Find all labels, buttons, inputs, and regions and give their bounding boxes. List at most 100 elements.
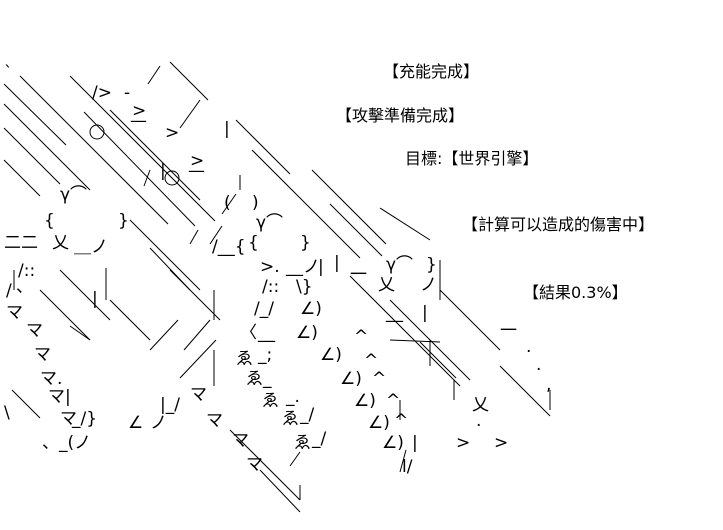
svg-text:>: > [190, 151, 204, 171]
svg-text:∠): ∠) [300, 299, 322, 319]
svg-text:マ|: マ| [48, 387, 71, 407]
svg-text:^: ^ [394, 411, 408, 431]
svg-text:>: > [165, 123, 179, 143]
svg-text:γ⌒: γ⌒ [60, 185, 87, 205]
svg-text:∠): ∠) [354, 391, 376, 411]
svg-text:∠: ∠ [128, 413, 143, 433]
svg-text:ゑ_: ゑ_ [246, 369, 272, 389]
svg-text:マ: マ [6, 303, 23, 323]
svg-text:|: | [334, 253, 340, 273]
caption-target: 目標:【世界引擎】 [405, 149, 539, 168]
svg-text:/_/: /_/ [254, 299, 274, 319]
svg-text:\: \ [4, 403, 10, 423]
svg-text:ノ: ノ [150, 413, 167, 433]
counter-strokes [69, 65, 441, 473]
svg-text:|_/: |_/ [160, 395, 180, 415]
svg-text:γ⌒: γ⌒ [256, 213, 283, 233]
svg-text:_.: _. [285, 387, 300, 407]
svg-text:,: , [546, 375, 551, 395]
svg-text:{: { [44, 211, 55, 231]
svg-text:l/: l/ [402, 457, 413, 477]
svg-text:マ: マ [246, 455, 263, 475]
svg-text:マ: マ [206, 411, 223, 431]
svg-text:): ) [252, 193, 259, 213]
svg-text:__: __ [257, 323, 276, 343]
caption-result: 【結果0.3%】 [523, 283, 628, 302]
svg-text:—: — [188, 161, 205, 181]
svg-text:_/: _/ [299, 405, 315, 425]
svg-text:^: ^ [354, 327, 368, 347]
svg-text:/__{: /__{ [212, 237, 246, 257]
svg-text:∠): ∠) [382, 433, 404, 453]
svg-text:>.: >. [260, 257, 280, 277]
svg-text:ノ: ノ [420, 275, 437, 295]
svg-text:ゑ: ゑ [262, 391, 279, 411]
svg-text:マ.: マ. [40, 369, 62, 389]
svg-text:.: . [536, 355, 541, 375]
svg-text:一: 一 [350, 265, 367, 285]
svg-text:∠): ∠) [296, 323, 318, 343]
svg-text:__ノ: __ノ [285, 257, 320, 277]
ascii-glyphs: /> - > — > > — ( ) γ⌒ { } 二二 乂 ＿ノ /:: / … [4, 63, 551, 477]
svg-text:＿ノ: ＿ノ [74, 237, 108, 257]
svg-text:{: { [248, 233, 259, 253]
svg-text:_/}: _/} [71, 409, 97, 429]
caption-calculating-damage: 【計算可以造成的傷害中】 [462, 215, 655, 234]
svg-text:__: __ [385, 303, 404, 323]
svg-text:マ: マ [26, 321, 43, 341]
svg-text:^: ^ [372, 369, 386, 389]
svg-text:ゑ: ゑ [236, 349, 253, 369]
svg-text:、_(ノ: 、_(ノ [42, 433, 91, 453]
svg-text:マ: マ [232, 431, 249, 451]
svg-text:_/: _/ [311, 429, 327, 449]
svg-text:、: 、 [16, 277, 33, 297]
svg-text:/::: /:: [262, 277, 279, 297]
svg-text:`: ` [4, 63, 13, 83]
svg-text:|: | [422, 303, 428, 323]
svg-text:乂: 乂 [52, 233, 69, 253]
svg-text:}: } [426, 255, 437, 275]
svg-text:^: ^ [386, 391, 400, 411]
svg-text:.: . [526, 337, 531, 357]
svg-text:二二: 二二 [4, 233, 38, 253]
svg-text:/::: /:: [18, 261, 35, 281]
svg-text:}: } [300, 233, 311, 253]
svg-text:乂: 乂 [472, 395, 489, 415]
svg-text:∠): ∠) [368, 413, 390, 433]
svg-text:|: | [412, 433, 418, 453]
svg-text:|: | [224, 119, 230, 139]
svg-text:|: | [318, 257, 324, 277]
svg-text:—: — [130, 111, 147, 131]
svg-text:∠): ∠) [340, 369, 362, 389]
svg-text:-: - [124, 83, 130, 103]
svg-text:>: > [132, 101, 146, 121]
vertical-strokes [13, 175, 551, 500]
svg-text:|: | [160, 161, 166, 181]
svg-text:ゑ: ゑ [294, 433, 311, 453]
svg-text:乂: 乂 [378, 275, 395, 295]
svg-text:マ: マ [34, 345, 51, 365]
lens-circles [89, 124, 180, 186]
svg-text:|: | [92, 289, 98, 309]
svg-text:\}: \} [296, 277, 313, 297]
svg-text:マ: マ [190, 385, 207, 405]
svg-text:∠): ∠) [320, 345, 342, 365]
svg-text:_;: _; [257, 345, 272, 365]
svg-text:.: . [476, 411, 481, 431]
svg-text:>: > [456, 433, 470, 453]
speed-lines [3, 61, 551, 513]
svg-text:一: 一 [500, 321, 517, 341]
svg-text:/: / [6, 281, 12, 301]
svg-text:ゑ: ゑ [282, 409, 299, 429]
svg-text:〈: 〈 [240, 323, 257, 343]
svg-text:/>: /> [92, 83, 112, 103]
svg-text:^: ^ [364, 351, 378, 371]
svg-text:>: > [494, 433, 508, 453]
svg-text:マ: マ [60, 409, 77, 429]
svg-text:(: ( [224, 193, 231, 213]
caption-charge-complete: 【充能完成】 [383, 62, 480, 81]
svg-text:}: } [118, 211, 129, 231]
svg-text:γ⌒: γ⌒ [386, 255, 413, 275]
